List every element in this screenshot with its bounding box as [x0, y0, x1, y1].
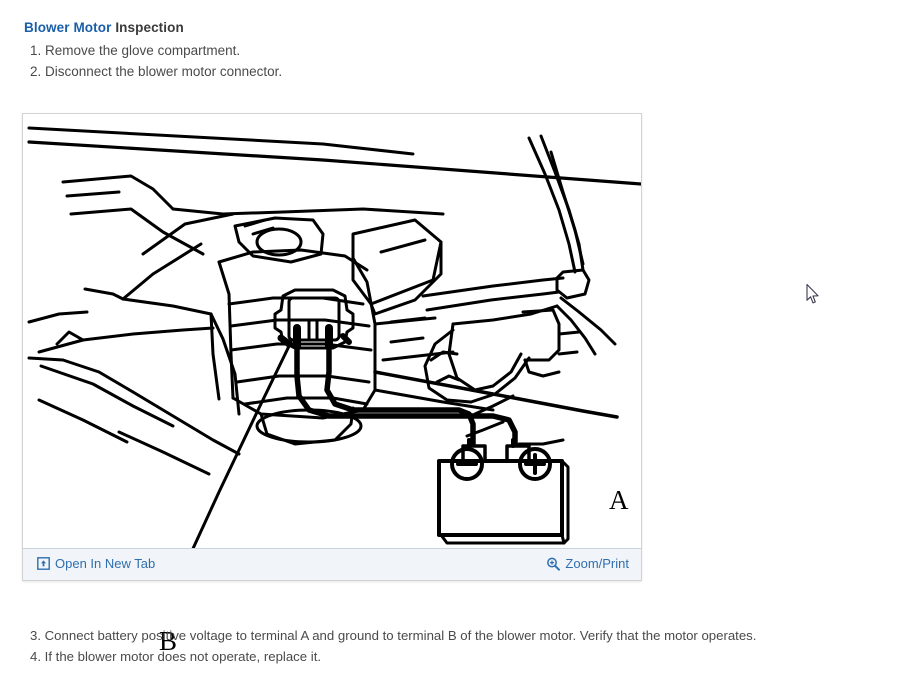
procedure-step: 4. If the blower motor does not operate,… — [30, 649, 322, 664]
open-in-new-tab-button[interactable]: Open In New Tab — [37, 556, 155, 571]
zoom-print-button[interactable]: Zoom/Print — [546, 556, 629, 571]
figure-container[interactable]: A B Open In New Tab Zoom/Print — [22, 113, 642, 656]
page-title-highlight: Blower Motor — [24, 20, 112, 35]
page-title: Blower Motor Inspection — [24, 20, 184, 35]
figure-image[interactable] — [23, 114, 641, 548]
figure-toolbar: Open In New Tab Zoom/Print — [23, 548, 641, 580]
procedure-step: 1. Remove the glove compartment. — [30, 43, 241, 58]
procedure-steps-bottom: 3. Connect battery positive voltage to t… — [30, 625, 756, 667]
open-in-new-tab-label: Open In New Tab — [55, 556, 156, 571]
terminal-label-b: B — [159, 626, 178, 656]
zoom-in-icon — [546, 557, 561, 571]
open-in-new-tab-icon — [37, 557, 50, 570]
blower-motor-diagram-svg — [23, 114, 641, 548]
procedure-step: 3. Connect battery positive voltage to t… — [30, 628, 757, 643]
page-title-rest: Inspection — [115, 20, 184, 35]
terminal-label-a: A — [609, 485, 629, 515]
zoom-print-label: Zoom/Print — [565, 556, 629, 571]
procedure-step: 2. Disconnect the blower motor connector… — [30, 64, 283, 79]
procedure-steps-top: 1. Remove the glove compartment. 2. Disc… — [30, 40, 282, 82]
arrow-cursor — [806, 283, 820, 305]
